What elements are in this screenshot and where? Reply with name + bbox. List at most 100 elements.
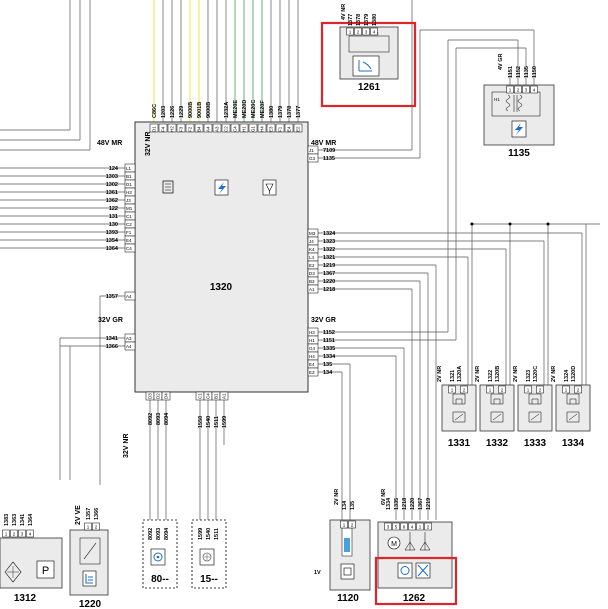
ecu-right-wire: 1322 [323,247,335,253]
ecu-top-wire: 9001B [197,102,203,118]
ecu-left-wire: 124 [109,166,119,172]
component-pin-box [416,522,424,531]
ecu-top-pin-box [284,123,294,133]
ecu-bottom-pin-id: B1 [214,393,219,399]
ecu-top-pin-id: C2 [224,126,229,132]
ecu-top-pin-box [221,123,231,133]
component-pin-id: 1 [343,523,346,528]
ecu-right-wire: 1218 [323,287,335,293]
ecu-top-pin-id: H1 [242,126,247,132]
wire-junctions [470,222,550,226]
relay-body [441,384,477,432]
ecu-1320[interactable]: 1320 32V NR 48V MR 48V MR 32V GR 32V GR … [97,121,336,458]
c1120-side-label: 1V [314,570,321,576]
component-pin-id: 1 [349,30,352,35]
relay-body [517,384,553,432]
ecu-right-lower-wire: 1151 [323,338,335,344]
ecu-right-lower-pin-box [307,367,319,377]
relay-wire: 1323 [526,370,532,382]
highlight-1262 [374,556,458,606]
component-1220[interactable]: 1220 [69,529,109,609]
ecu-left-lower-pin-id: A3 [126,336,132,341]
ecu-left-wire: 131 [109,214,118,220]
ecu-right-pin-id: D3 [309,271,315,276]
ecu-left-lower-pin-id: A4 [126,344,132,349]
component-1135[interactable]: H1 1135 [483,84,555,159]
component-1261[interactable]: S1 S2 1261 [339,26,399,93]
relay-pin-id: 1 [451,388,454,393]
ecu-left-lower-wire: 1341 [106,336,118,342]
ecu-top-pin-box [176,123,186,133]
component-wire: 1377 [348,14,354,26]
relay-symbol [528,393,542,423]
ecu-left-pin-id: C4 [126,246,132,251]
ecu-top-wire: 1229 [179,106,185,118]
relay-pin-id: 1 [489,388,492,393]
ecu-top-pin-id: H2 [170,126,175,132]
component-pin-id: 1 [87,525,90,530]
ecu-left-connector: 48V MR [97,140,122,147]
component-1262[interactable]: M 1262 [377,521,453,604]
c1135-sub: H1 [494,97,500,102]
ecu-top-pin-id: D1 [152,126,157,132]
ecu-top-pin-box [185,123,195,133]
ecu-top-wire: 1379 [278,106,284,118]
ecu-bottom-pin-box [219,391,229,401]
component-pin-box [392,522,400,531]
ecu-top-pin-id: F4 [161,126,166,132]
component-80[interactable]: 80-- [142,519,178,589]
relay-connector: 2V NR [513,366,519,382]
ecu-left-wire: 130 [109,222,118,228]
component-pin-box [18,529,26,538]
ecu-top-pin-box [293,123,303,133]
relay-id: 1332 [486,438,509,449]
component-wire: 1135 [524,66,530,78]
ecu-sensor-icon [262,179,277,196]
component-1312[interactable]: P 1312 [0,537,63,604]
component-pin-id: 2 [427,525,430,530]
ecu-left-pin-id: J3 [126,198,131,203]
component-wire: 8094 [164,527,170,540]
ecu-top-connector: 32V NR [145,131,152,156]
component-wire: 1341 [20,514,26,526]
relay-symbol [452,393,466,423]
relay-connector: 2V NR [437,366,443,382]
relay-pin-box [460,385,468,394]
ecu-right-lower-wire: 1335 [323,346,335,352]
ecu-right-pin-id: L4 [309,255,315,260]
relay-pin-box [524,385,532,394]
relay-body [479,384,515,432]
component-pin-box [522,85,530,94]
ecu-bottom-wire: 1550 [198,416,204,428]
component-wire: 1379 [364,14,370,26]
component-wire: 1540 [206,528,212,540]
c1120-connector: 2V NR [334,489,340,505]
ecu-top-pin-box [203,123,213,133]
component-1120[interactable]: 1120 1V [314,519,371,604]
component-pin-id: 2 [13,532,16,537]
ecu-right-lower-connector: 32V GR [311,317,336,324]
relay-pin-box [574,385,582,394]
component-pin-id: 1 [419,525,422,530]
ecu-left-pin-id: C2 [126,222,132,227]
ecu-left-pin-id: E4 [126,238,132,243]
c1261-connector: 4V NR [341,4,347,20]
ecu-left-wire: 1354 [106,238,119,244]
component-15[interactable]: 15-- [191,519,227,589]
component-pin-box [506,85,514,94]
component-wire: 1364 [28,513,34,526]
ecu-left-mid-pin-id: A4 [126,294,132,299]
c1262-connector: 6V NR [381,489,387,505]
ecu-top-wire: 1377 [296,106,302,118]
component-pin-box [408,522,416,531]
ecu-right-connector: 48V MR [311,140,336,147]
component-wire: 1366 [94,508,100,520]
relay-pin-id: 2 [577,388,580,393]
component-pin-box [26,529,34,538]
